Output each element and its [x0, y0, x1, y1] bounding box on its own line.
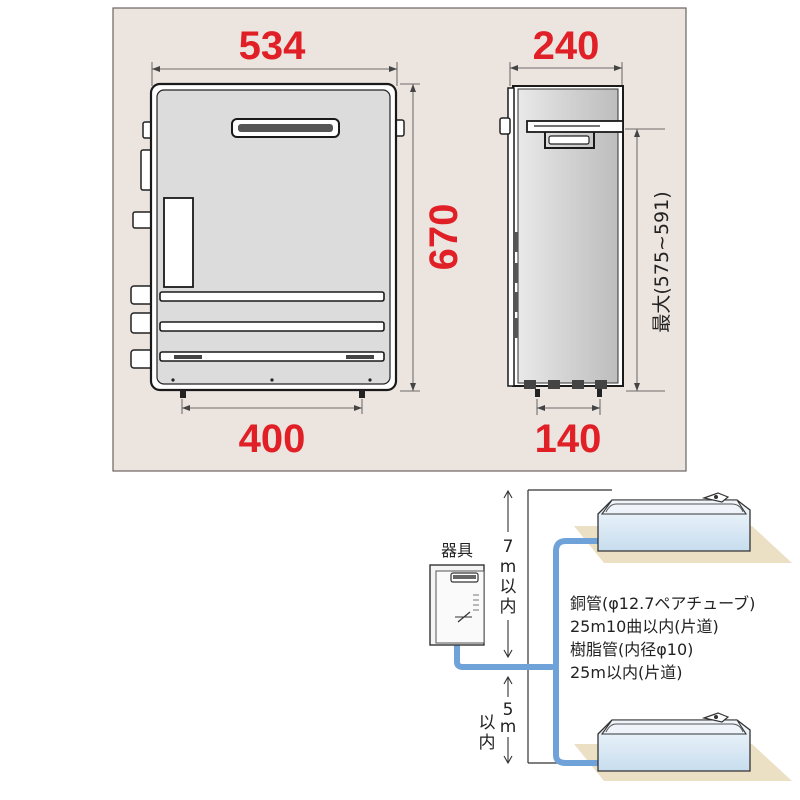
base-side-dimension: 140	[535, 417, 602, 461]
pipe-spec-box	[566, 590, 782, 688]
up-distance-char-2: m	[500, 557, 517, 577]
up-distance-char-3: 以	[500, 577, 517, 597]
appliance-label: 器具	[441, 541, 473, 560]
base-front-dimension: 400	[239, 417, 306, 461]
width-front-dimension: 534	[239, 24, 306, 68]
piping-diagram	[429, 489, 792, 781]
spec-line-3: 樹脂管(内径φ10)	[570, 640, 693, 659]
up-distance-char-4: 内	[500, 597, 517, 617]
height-dimension: 670	[422, 204, 466, 271]
spec-line-1: 銅管(φ12.7ペアチューブ)	[570, 594, 755, 613]
down-distance-suffix-1: 以	[479, 713, 496, 733]
up-distance-char-1: 7	[503, 537, 514, 557]
side-view	[499, 62, 665, 415]
width-side-dimension: 240	[533, 24, 600, 68]
max-range-label: 最大(575~591)	[651, 191, 673, 332]
down-distance-suffix-2: 内	[479, 733, 496, 753]
front-view	[130, 62, 420, 414]
spec-line-2: 25m10曲以内(片道)	[570, 617, 719, 636]
down-distance-char-1: 5	[503, 700, 514, 720]
down-distance-char-2: m	[500, 717, 517, 737]
spec-line-4: 25m以内(片道)	[570, 663, 682, 682]
